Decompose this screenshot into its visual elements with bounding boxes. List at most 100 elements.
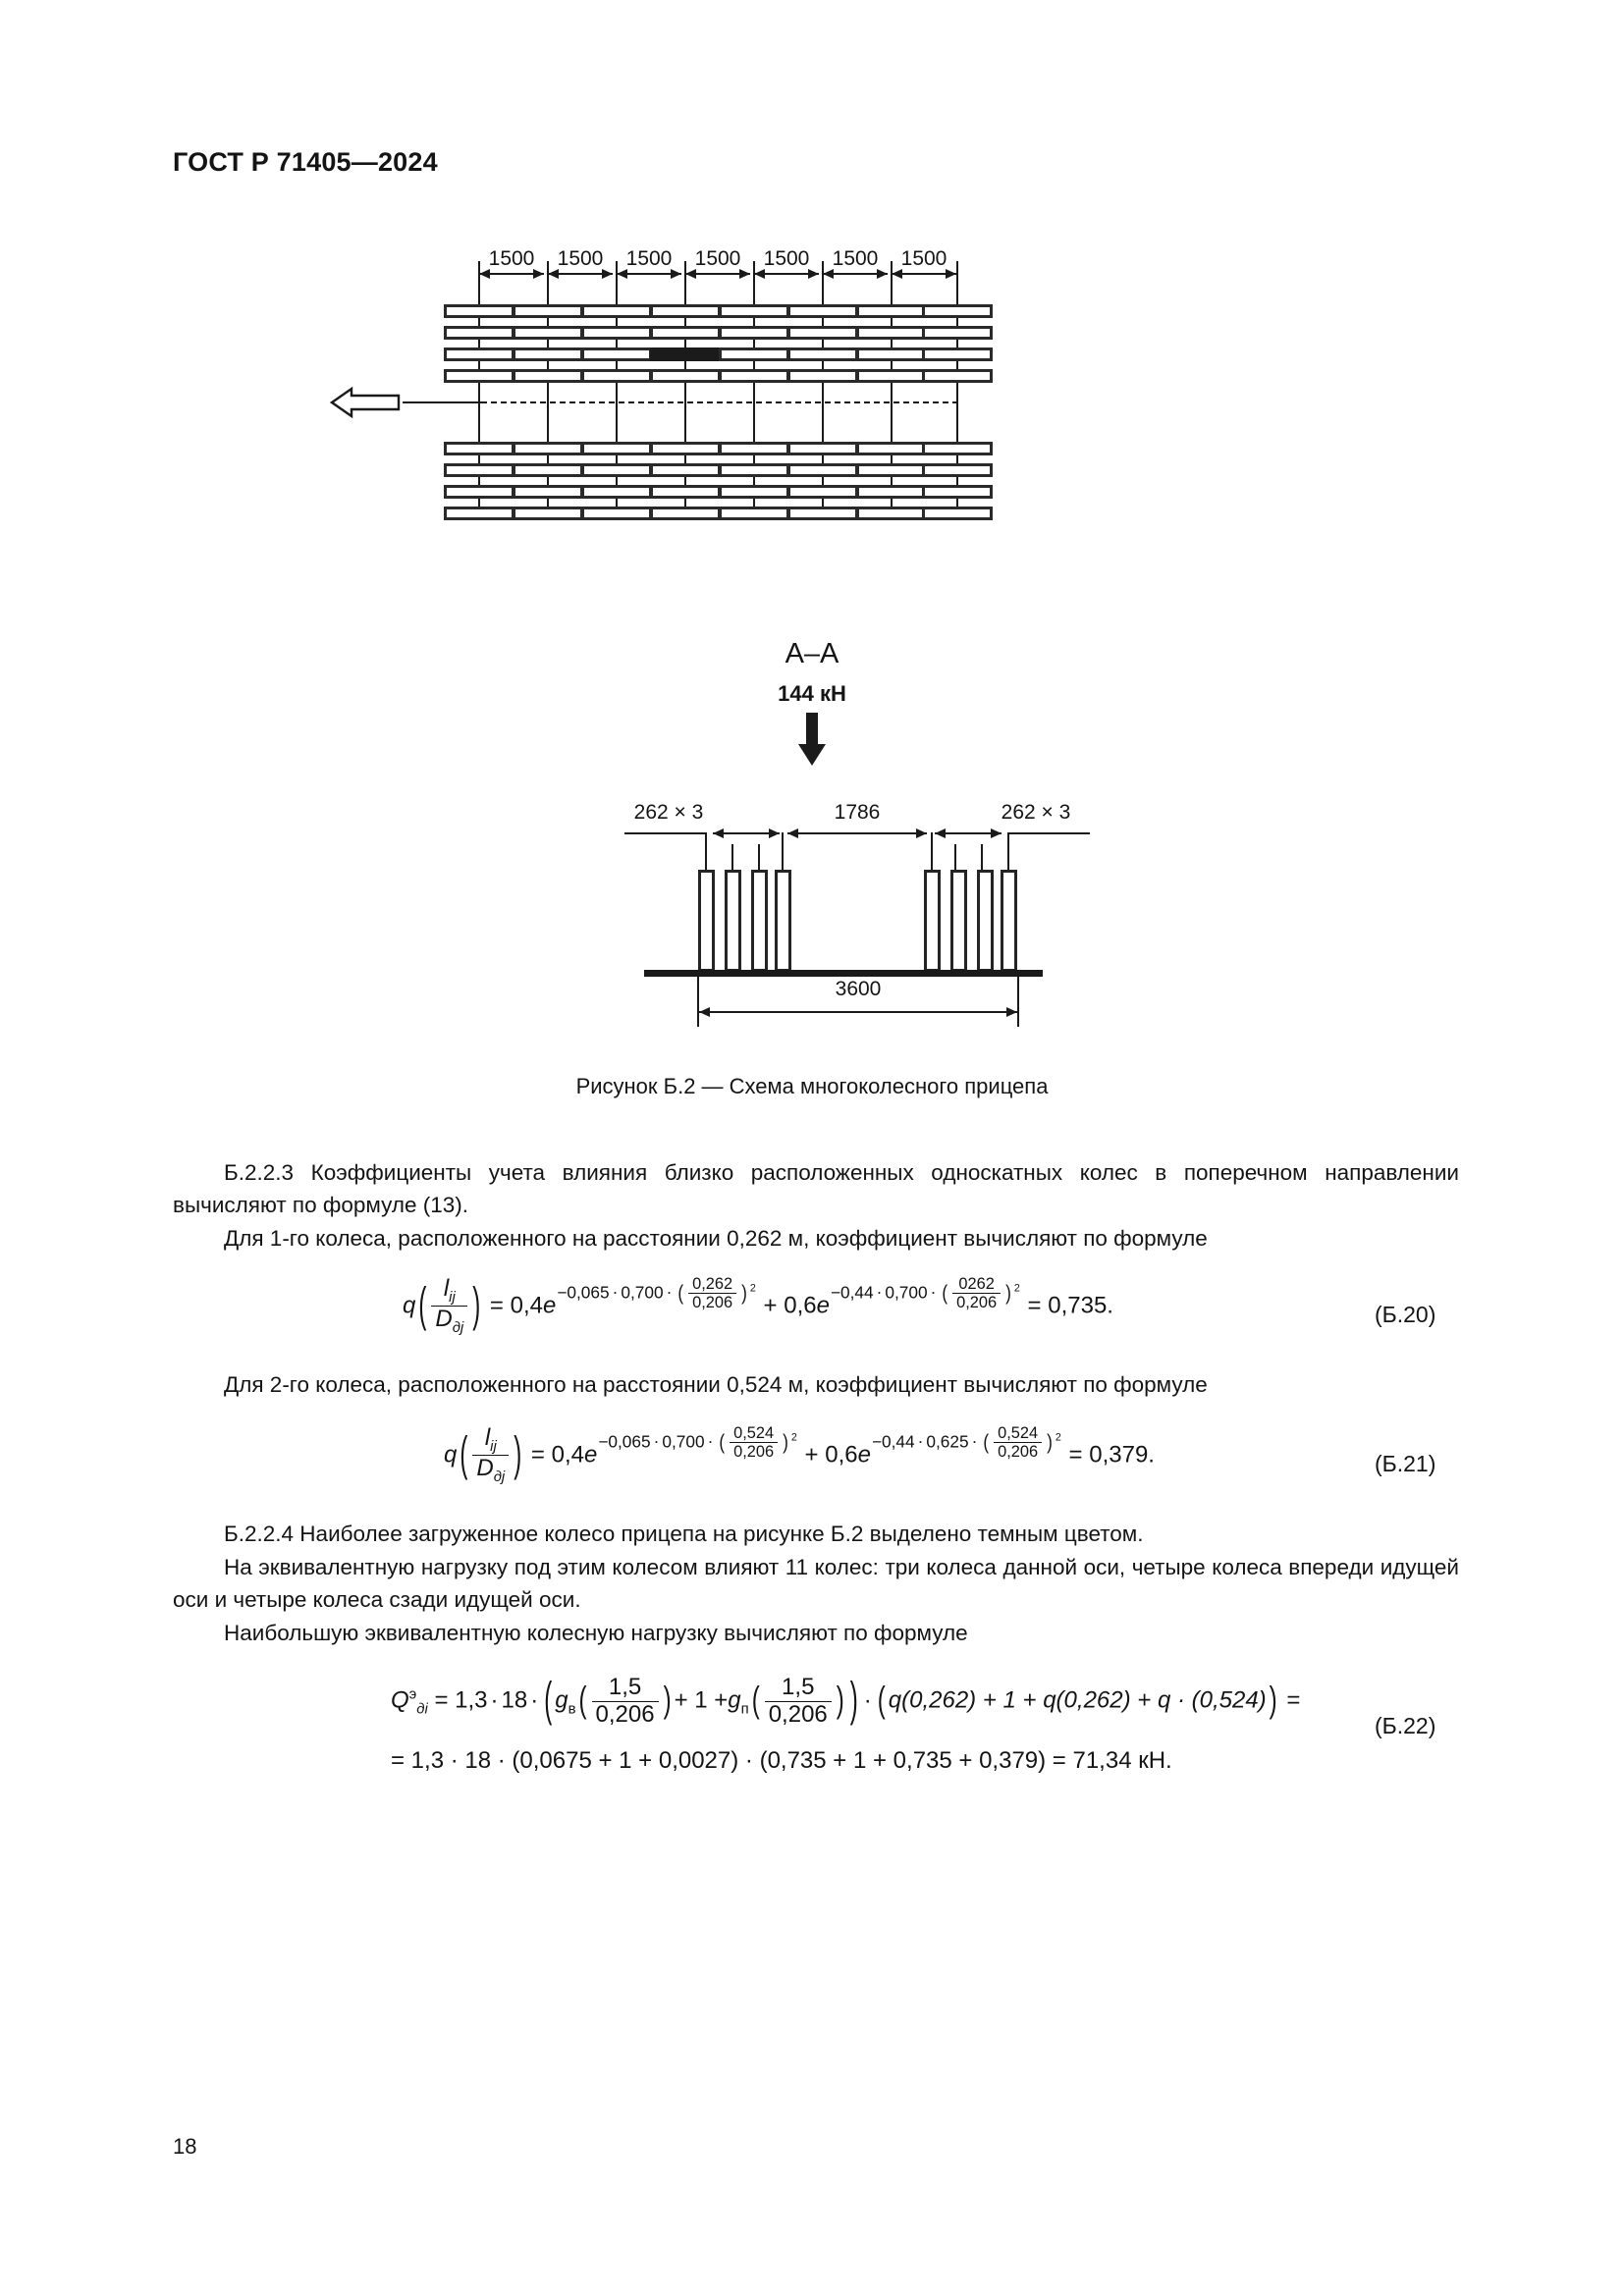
tyre-section	[950, 870, 967, 972]
wheel	[581, 347, 652, 361]
formula-b20-lhs-den: D	[435, 1306, 453, 1333]
dim-label-262x3-left: 262 × 3	[633, 801, 704, 824]
dim-label-1786: 1786	[834, 801, 881, 824]
paragraph-wheel1-intro: Для 1-го колеса, расположенного на расст…	[224, 1226, 1208, 1251]
formula-b20-lhs-den-sub: дj	[452, 1320, 464, 1337]
formula-b21-lhs-den: D	[476, 1455, 494, 1482]
wheel	[922, 326, 993, 340]
wheel	[787, 463, 858, 477]
tyre-section	[924, 870, 941, 972]
formula-b20-lhs-num: l	[443, 1275, 450, 1302]
formula-b21-e2-sign: −0,44	[871, 1431, 915, 1452]
formula-b20-plus: +	[763, 1292, 778, 1319]
formula-b21-eq: =	[530, 1441, 545, 1468]
tyre-section	[698, 870, 715, 972]
formula-b22-number: (Б.22)	[1375, 1713, 1436, 1738]
axle-line	[956, 291, 958, 516]
formula-b21-result: = 0,379.	[1068, 1441, 1155, 1468]
formula-b20-number: (Б.20)	[1375, 1302, 1436, 1327]
dim-extension-tick	[731, 844, 733, 872]
wheel	[650, 369, 721, 383]
wheel	[650, 507, 721, 520]
section-load-label: 144 кН	[778, 681, 846, 706]
wheel	[922, 485, 993, 499]
wheel	[922, 369, 993, 383]
wheel	[719, 347, 789, 361]
dim-witness-line-left	[624, 832, 705, 834]
formula-b22-q: Q	[391, 1686, 409, 1714]
formula-b21-c1: 0,4	[551, 1441, 584, 1468]
figure-section-view: 262 × 3 1786 262 × 3 3600	[589, 775, 1100, 1050]
axle-line	[822, 291, 824, 516]
formula-b20-lhs-num-sub: ij	[449, 1289, 456, 1306]
wheel	[513, 442, 583, 455]
wheel	[444, 442, 514, 455]
formula-b20-eq: =	[489, 1292, 504, 1319]
tyre-section	[775, 870, 791, 972]
wheel	[856, 485, 927, 499]
dim-extension-tick	[753, 261, 755, 291]
wheel	[444, 326, 514, 340]
formula-b22-g1-sub: в	[568, 1701, 576, 1718]
dim-arrow-1786	[787, 828, 927, 838]
wheel	[581, 304, 652, 318]
dim-arrow-left-gap	[713, 828, 780, 838]
formula-b20-c2: 0,6	[784, 1292, 817, 1319]
wheel	[922, 507, 993, 520]
wheel	[856, 442, 927, 455]
wheel	[650, 485, 721, 499]
wheel	[922, 442, 993, 455]
formula-b21-e2-pow: 2	[1055, 1431, 1061, 1444]
formula-b20-e2-pow: 2	[1013, 1282, 1020, 1295]
formula-b21-e2-num: 0,524	[994, 1424, 1043, 1444]
wheel	[787, 304, 858, 318]
wheel	[787, 347, 858, 361]
tyre-section	[751, 870, 768, 972]
wheel	[444, 507, 514, 520]
dim-extension-tick	[822, 261, 824, 291]
dim-label-1500-2: 1500	[557, 247, 604, 270]
axle-line	[684, 291, 686, 516]
wheel	[856, 326, 927, 340]
figure-plan-view: 1500 1500 1500 1500 1500 1500 1500	[329, 234, 1204, 626]
wheel	[719, 442, 789, 455]
wheel	[787, 326, 858, 340]
formula-b21-e2-den: 0,206	[998, 1443, 1039, 1462]
formula-b22-line2: = 1,3 · 18 · (0,0675 + 1 + 0,0027) · (0,…	[391, 1747, 1172, 1774]
dim-extension-tick	[547, 261, 549, 291]
formula-b20-e1-a: 0,700	[621, 1282, 664, 1303]
formula-b22-f1-num: 1,5	[591, 1674, 659, 1702]
wheel	[581, 326, 652, 340]
dim-extension-tick	[1017, 972, 1019, 1027]
wheel	[513, 326, 583, 340]
center-line-dashed	[481, 401, 958, 403]
dim-extension-tick	[705, 832, 707, 872]
wheel	[650, 463, 721, 477]
dim-extension-tick	[954, 844, 956, 872]
axle-line	[547, 291, 549, 516]
dim-extension-tick	[616, 261, 618, 291]
section-label-a-a: A–A	[785, 638, 839, 669]
formula-b20-e2-a: 0,700	[885, 1282, 928, 1303]
dim-extension-tick	[931, 832, 933, 872]
formula-b21-lhs-num-sub: ij	[490, 1438, 497, 1455]
wheel	[581, 442, 652, 455]
formula-b22-g1: g	[555, 1686, 568, 1714]
formula-b22-sub: дi	[416, 1701, 428, 1718]
formula-b22-g2-sub: п	[740, 1701, 749, 1718]
wheel	[581, 485, 652, 499]
wheel	[856, 463, 927, 477]
dim-extension-tick	[1007, 832, 1009, 872]
formula-b21-e1-sign: −0,065	[598, 1431, 651, 1452]
load-arrow-down-icon	[792, 713, 832, 773]
formula-b20-result: = 0,735.	[1027, 1292, 1113, 1319]
center-line-segment	[403, 401, 483, 403]
axle-line	[891, 291, 893, 516]
axle-line	[616, 291, 618, 516]
page-number: 18	[173, 2134, 197, 2159]
formula-b20-e2-den: 0,206	[956, 1294, 998, 1312]
tyre-section	[977, 870, 994, 972]
